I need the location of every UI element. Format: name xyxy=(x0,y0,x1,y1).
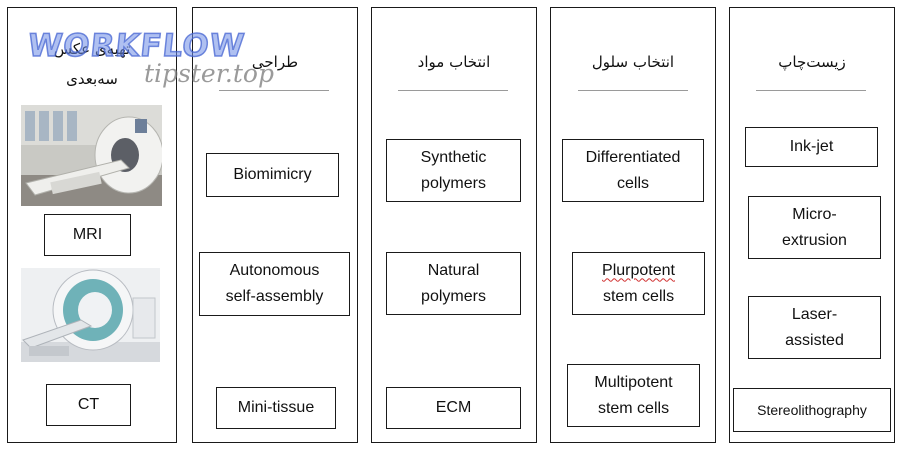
autonomous-label-line2: self-assembly xyxy=(225,288,324,305)
differentiated-cells-box: Differentiated cells xyxy=(562,139,704,202)
synthetic-polymers-box: Synthetic polymers xyxy=(386,139,521,202)
plurpotent-label-line1: Plurpotent xyxy=(602,261,675,279)
natural-label-line1: Natural xyxy=(427,261,480,279)
micro-extrusion-label-line1: Micro- xyxy=(792,205,837,223)
autonomous-self-assembly-box: Autonomous self-assembly xyxy=(199,252,350,316)
plurpotent-stem-cells-box: Plurpotent stem cells xyxy=(572,252,705,315)
column-title: تهیه‌ی عکس سه‌بعدی xyxy=(8,34,176,94)
natural-label-line2: polymers xyxy=(421,287,486,305)
column-design: طراحی xyxy=(192,7,358,443)
biomimicry-box: Biomimicry xyxy=(206,153,339,197)
title-underline xyxy=(578,90,688,91)
multipotent-label-line2: stem cells xyxy=(597,399,670,417)
micro-extrusion-box: Micro- extrusion xyxy=(748,196,881,259)
column-materials: انتخاب مواد xyxy=(371,7,537,443)
ecm-label: ECM xyxy=(435,399,472,416)
ct-label: CT xyxy=(77,396,100,413)
column-title: زیست‌چاپ xyxy=(778,53,846,71)
plurpotent-label-line2: stem cells xyxy=(602,287,675,305)
mri-label: MRI xyxy=(72,226,103,243)
multipotent-stem-cells-box: Multipotent stem cells xyxy=(567,364,700,427)
title-underline xyxy=(756,90,866,91)
laser-assisted-label-line2: assisted xyxy=(785,331,844,349)
column-title-line2: سه‌بعدی xyxy=(66,70,118,88)
mri-box: MRI xyxy=(44,214,131,256)
mri-scanner-image xyxy=(21,105,162,206)
biomimicry-label: Biomimicry xyxy=(233,166,312,183)
differentiated-label-line1: Differentiated xyxy=(585,148,681,166)
mini-tissue-box: Mini-tissue xyxy=(216,387,336,429)
mini-tissue-label: Mini-tissue xyxy=(237,399,315,416)
stereolithography-box: Stereolithography xyxy=(733,388,891,432)
ct-scanner-image xyxy=(21,268,160,362)
title-underline xyxy=(219,90,329,91)
natural-polymers-box: Natural polymers xyxy=(386,252,521,315)
stereolithography-label: Stereolithography xyxy=(757,402,867,418)
ecm-box: ECM xyxy=(386,387,521,429)
laser-assisted-box: Laser- assisted xyxy=(748,296,881,359)
column-title: انتخاب مواد xyxy=(417,53,491,71)
column-title-line1: تهیه‌ی عکس xyxy=(53,40,131,58)
laser-assisted-label-line1: Laser- xyxy=(791,305,838,323)
column-title: طراحی xyxy=(251,53,299,71)
ink-jet-label: Ink-jet xyxy=(789,138,834,155)
differentiated-label-line2: cells xyxy=(616,174,649,192)
micro-extrusion-label-line2: extrusion xyxy=(782,231,847,249)
autonomous-label-line1: Autonomous xyxy=(229,262,320,279)
synthetic-label-line1: Synthetic xyxy=(420,148,487,166)
ct-box: CT xyxy=(46,384,131,426)
synthetic-label-line2: polymers xyxy=(421,174,486,192)
title-underline xyxy=(398,90,508,91)
multipotent-label-line1: Multipotent xyxy=(594,373,673,391)
ink-jet-box: Ink-jet xyxy=(745,127,878,167)
column-title: انتخاب سلول xyxy=(591,53,675,71)
